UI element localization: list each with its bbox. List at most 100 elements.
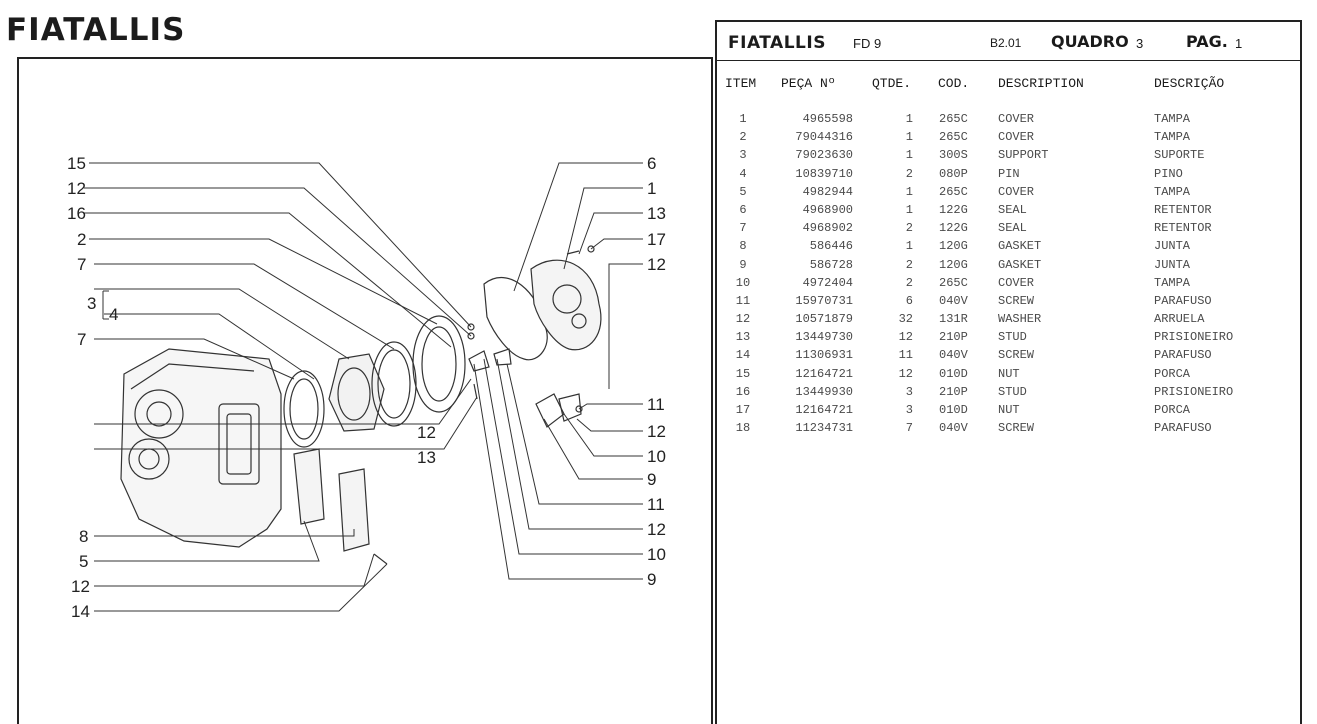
cell-peca: 11234731 <box>795 421 853 436</box>
cell-item: 18 <box>735 421 751 436</box>
cell-cod: 040V <box>939 421 968 436</box>
callout-left-16: 16 <box>67 204 86 223</box>
cell-qtde: 2 <box>905 221 913 236</box>
cell-peca: 12164721 <box>795 403 853 417</box>
cell-cod: 210P <box>939 384 968 399</box>
callout-right-12c: 12 <box>647 520 666 539</box>
cell-peca: 13449730 <box>795 330 853 345</box>
cell-item: 10 <box>735 275 751 290</box>
callout-right-10b: 10 <box>647 545 666 564</box>
cell-descricao: PRISIONEIRO <box>1154 330 1234 345</box>
exploded-diagram: 15 12 16 2 7 3 4 7 12 13 8 5 12 14 6 1 1… <box>67 154 666 621</box>
callout-left-2: 2 <box>77 230 86 249</box>
cell-qtde: 2 <box>905 257 913 272</box>
cell-descricao: JUNTA <box>1154 239 1191 254</box>
cell-peca: 10571879 <box>795 312 853 327</box>
cell-item: 12 <box>735 312 751 327</box>
cell-peca: 4968902 <box>802 221 853 236</box>
header-section-code: B2.01 <box>990 36 1022 50</box>
callout-left-13: 13 <box>417 448 436 467</box>
callout-left-12b: 12 <box>417 423 436 442</box>
cell-description: STUD <box>998 330 1027 345</box>
parts-list-panel: FIATALLIS FD 9 B2.01 QUADRO 3 PAG. 1 ITE… <box>715 20 1302 724</box>
cell-cod: 080P <box>939 166 968 181</box>
cell-description: SEAL <box>998 221 1027 236</box>
cell-descricao: PRISIONEIRO <box>1154 384 1234 399</box>
cell-description: NUT <box>998 403 1020 417</box>
cell-description: STUD <box>998 384 1027 399</box>
cell-item: 5 <box>739 184 747 199</box>
cell-item: 9 <box>739 257 747 272</box>
cell-item: 17 <box>735 403 751 417</box>
header-quadro-label: QUADRO <box>1051 32 1129 51</box>
cell-qtde: 1 <box>905 239 913 254</box>
cell-description: SCREW <box>998 348 1035 363</box>
cell-qtde: 12 <box>898 366 913 381</box>
callout-right-6: 6 <box>647 154 656 173</box>
col-item: ITEM <box>725 76 757 91</box>
cell-description: COVER <box>998 275 1035 290</box>
cell-qtde: 2 <box>905 275 913 290</box>
callout-left-3: 3 <box>87 294 96 313</box>
callout-left-15: 15 <box>67 154 86 173</box>
callout-left-12c: 12 <box>71 577 90 596</box>
cell-cod: 120G <box>939 257 968 272</box>
cell-cod: 265C <box>939 130 968 145</box>
cell-peca: 4972404 <box>802 275 853 290</box>
callout-right-13: 13 <box>647 204 666 223</box>
callout-right-9a: 9 <box>647 470 656 489</box>
callout-left-8: 8 <box>79 527 88 546</box>
cell-qtde: 6 <box>905 293 913 308</box>
cell-cod: 265C <box>939 112 968 126</box>
callout-right-11b: 11 <box>647 495 665 514</box>
cell-cod: 265C <box>939 184 968 199</box>
cell-peca: 586446 <box>809 239 853 254</box>
cell-descricao: SUPORTE <box>1154 148 1205 163</box>
page-brand-logo: FIATALLIS <box>6 12 186 48</box>
cell-description: WASHER <box>998 312 1042 327</box>
cell-item: 4 <box>739 166 747 181</box>
parts-table-columns: ITEM PEÇA Nº QTDE. COD. DESCRIPTION DESC… <box>717 76 1300 96</box>
callout-right-9b: 9 <box>647 570 656 589</box>
cell-qtde: 2 <box>905 166 913 181</box>
callout-left-7b: 7 <box>77 330 86 349</box>
cell-qtde: 1 <box>905 184 913 199</box>
cell-peca: 11306931 <box>795 348 853 363</box>
col-descricao: DESCRIÇÃO <box>1154 76 1225 91</box>
cell-cod: 122G <box>939 202 968 217</box>
cell-cod: 122G <box>939 221 968 236</box>
col-part-number: PEÇA Nº <box>781 76 836 91</box>
parts-list-header: FIATALLIS FD 9 B2.01 QUADRO 3 PAG. 1 <box>717 22 1300 61</box>
callout-right-17: 17 <box>647 230 666 249</box>
cell-cod: 010D <box>939 366 968 381</box>
cell-qtde: 32 <box>898 312 913 327</box>
cell-peca: 79044316 <box>795 130 853 145</box>
cell-descricao: PORCA <box>1154 366 1191 381</box>
cell-descricao: TAMPA <box>1154 112 1191 126</box>
callout-left-4: 4 <box>109 305 118 324</box>
cell-description: COVER <box>998 112 1035 126</box>
cell-descricao: PINO <box>1154 166 1183 181</box>
cell-qtde: 3 <box>905 403 913 417</box>
callout-right-12b: 12 <box>647 422 666 441</box>
cell-item: 14 <box>735 348 751 363</box>
header-model: FD 9 <box>853 36 882 51</box>
col-quantity: QTDE. <box>872 76 912 91</box>
cell-description: SUPPORT <box>998 148 1049 163</box>
cell-descricao: TAMPA <box>1154 275 1191 290</box>
cell-peca: 4968900 <box>802 202 853 217</box>
